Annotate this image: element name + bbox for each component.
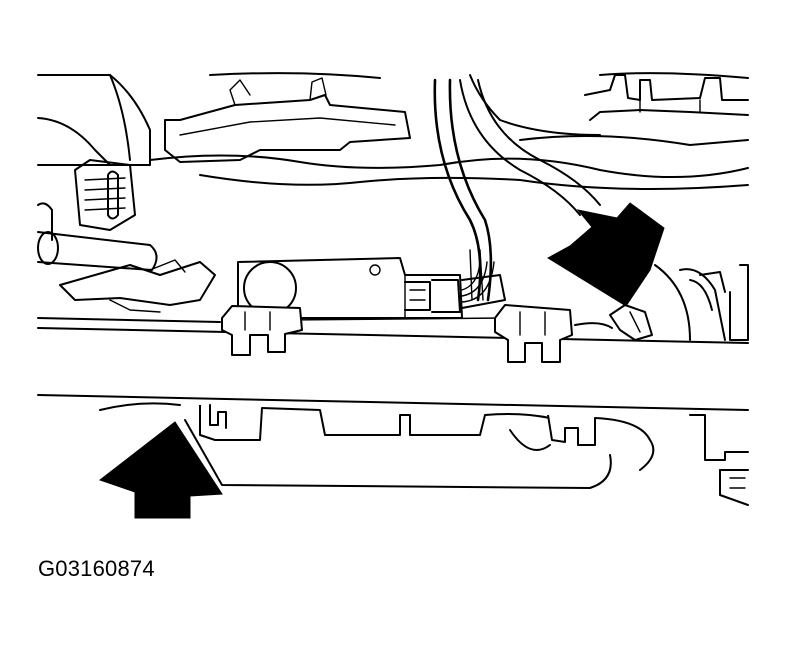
callout-arrow-lower bbox=[98, 421, 223, 519]
wiring-harness bbox=[433, 78, 601, 302]
figure-code: G03160874 bbox=[38, 556, 155, 581]
upper-right-bracket bbox=[584, 74, 749, 121]
upper-panel bbox=[37, 72, 749, 190]
right-ribbed-part bbox=[654, 264, 749, 341]
linkage-lever bbox=[574, 304, 653, 341]
mounting-rail bbox=[37, 317, 749, 411]
motor-connector-wires bbox=[461, 261, 506, 309]
lower-right-housing bbox=[689, 414, 749, 506]
callout-arrow-upper bbox=[547, 202, 665, 307]
rail-clip-right bbox=[494, 304, 573, 363]
wire-retainer bbox=[164, 77, 411, 163]
lower-housing bbox=[99, 402, 655, 489]
rail-clip-left bbox=[221, 305, 303, 356]
left-tube bbox=[37, 231, 216, 313]
left-side-component bbox=[37, 159, 136, 241]
